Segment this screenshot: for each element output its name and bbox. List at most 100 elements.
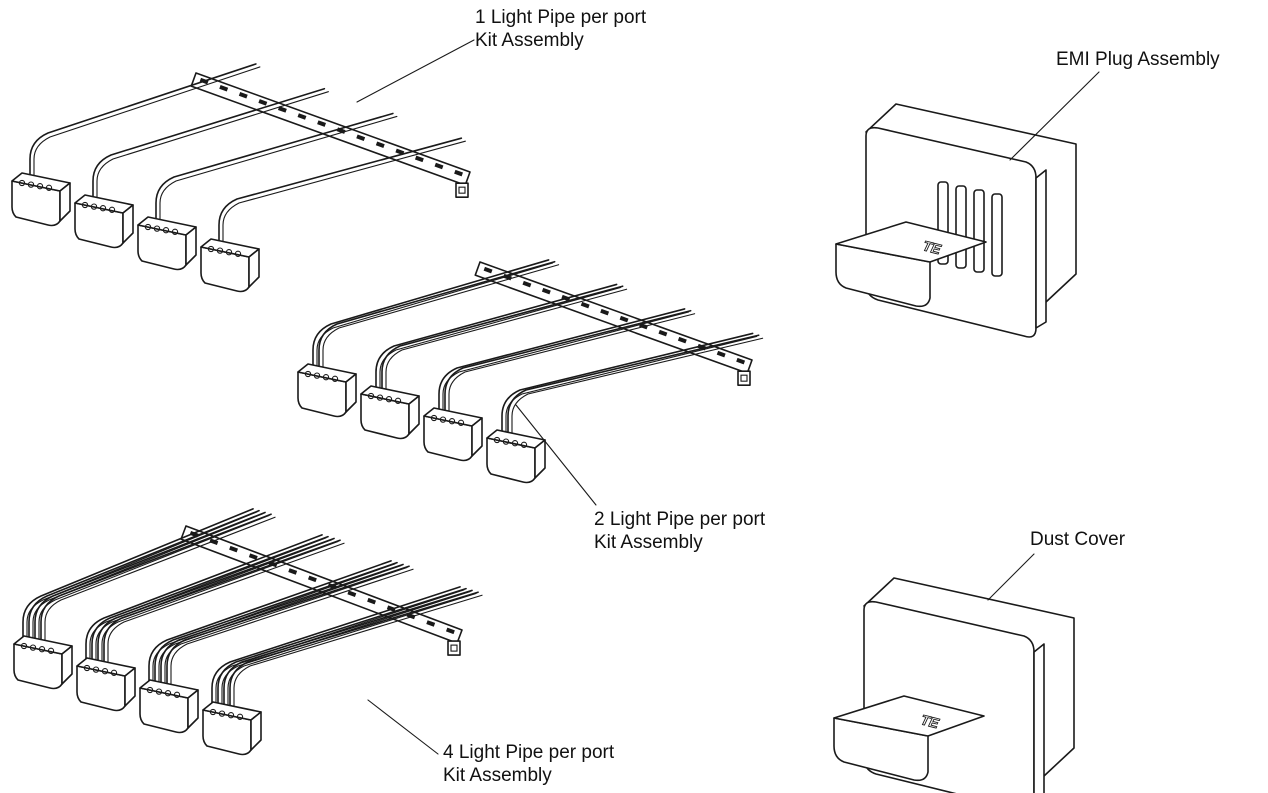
emi-plug-window bbox=[955, 185, 967, 269]
kit-2-leader bbox=[515, 404, 597, 506]
kit-1-connector-hole bbox=[171, 228, 179, 235]
kit-2-light-pipe-drawing bbox=[297, 259, 764, 484]
kit-2-pipe bbox=[507, 334, 760, 435]
dust-cover-leader bbox=[987, 553, 1035, 601]
kit-4-bracket-tab bbox=[447, 640, 461, 656]
kit-1-pipe bbox=[155, 112, 394, 222]
kit-4-pipe-edge bbox=[44, 516, 276, 641]
kit-2-pipe bbox=[501, 332, 754, 435]
kit-1-connector-hole bbox=[162, 227, 170, 234]
kit-1-clip bbox=[414, 155, 424, 163]
kit-4-pipe bbox=[28, 509, 260, 641]
kit-4-connector-hole bbox=[146, 686, 154, 694]
kit-4-pipe bbox=[154, 561, 398, 685]
kit-2-clip bbox=[658, 329, 668, 337]
kit-4-connector-hole bbox=[164, 690, 172, 697]
kit-1-connector-hole bbox=[153, 225, 161, 232]
kit-1-pipe bbox=[92, 87, 326, 200]
kit-4-pipe bbox=[103, 539, 341, 663]
kit-4-clip bbox=[229, 545, 239, 553]
kit-1-connector-hole bbox=[225, 249, 233, 256]
kit-1-clip bbox=[375, 141, 385, 149]
kit-4-connector-hole bbox=[83, 664, 91, 672]
kit-2-clip bbox=[677, 336, 687, 344]
kit-4-label-line1: 4 Light Pipe per port bbox=[443, 742, 615, 763]
kit-4-connector-hole bbox=[173, 691, 181, 698]
kit-2-connector bbox=[423, 415, 473, 462]
kit-4-connector-hole bbox=[20, 642, 28, 650]
kit-4-pipe bbox=[229, 591, 479, 707]
kit-4-pipe bbox=[217, 587, 467, 707]
kit-1-pipe-edge bbox=[222, 140, 466, 244]
kit-1-label: 1 Light Pipe per port Kit Assembly bbox=[475, 6, 646, 52]
kit-2-clip bbox=[619, 315, 629, 323]
kit-1-connector-side bbox=[185, 226, 197, 266]
kit-1-label-line2: Kit Assembly bbox=[475, 30, 584, 51]
emi-plug-leader bbox=[1009, 71, 1100, 161]
kit-4-connector-side bbox=[61, 645, 73, 685]
kit-1-connector-hole bbox=[207, 245, 215, 253]
kit-2-connector-hole bbox=[502, 438, 510, 445]
kit-1-clip bbox=[454, 169, 463, 177]
kit-4-clip bbox=[248, 553, 258, 560]
kit-2-label-line1: 2 Light Pipe per port bbox=[594, 509, 766, 530]
kit-1-clip bbox=[434, 162, 444, 170]
kit-2-label-line2: Kit Assembly bbox=[594, 532, 703, 553]
kit-2-clip bbox=[716, 350, 726, 358]
kit-1-connector-side bbox=[122, 204, 134, 244]
kit-1-bracket-tab-hole bbox=[458, 186, 466, 194]
emi-plug-window bbox=[973, 189, 985, 273]
kit-2-connector-hole bbox=[331, 375, 339, 382]
kit-2-pipe bbox=[444, 309, 692, 413]
dust-cover-te-logo-icon: TE bbox=[919, 711, 941, 731]
kit-4-pipe bbox=[223, 589, 473, 707]
kit-2-connector-hole bbox=[385, 396, 393, 403]
kit-4-connector-side bbox=[250, 711, 262, 751]
kit-2-label: 2 Light Pipe per port Kit Assembly bbox=[594, 508, 765, 554]
kit-2-connector-hole bbox=[448, 418, 456, 425]
kit-4-leader bbox=[367, 699, 439, 755]
kit-4-connector-side bbox=[124, 667, 136, 707]
kit-2-connector-hole bbox=[439, 416, 447, 423]
kit-1-bracket-tab bbox=[455, 182, 469, 198]
kit-2-connector-hole bbox=[511, 440, 519, 447]
kit-2-clip bbox=[522, 280, 532, 288]
kit-1-clip bbox=[277, 106, 287, 113]
kit-4-clip bbox=[209, 538, 219, 545]
kit-2-bracket-tab bbox=[737, 370, 751, 386]
kit-4-clip bbox=[426, 620, 436, 627]
kit-1-pipe-edge bbox=[159, 115, 398, 222]
emi-plug-drawing: TE bbox=[835, 103, 1077, 338]
dust-cover-label: Dust Cover bbox=[1030, 529, 1126, 550]
kit-4-label: 4 Light Pipe per port Kit Assembly bbox=[443, 741, 614, 787]
kit-1-connector-side bbox=[59, 182, 71, 222]
kit-1-clip bbox=[238, 92, 248, 99]
kit-1-clip bbox=[219, 84, 229, 92]
kit-4-clip bbox=[445, 627, 455, 635]
kit-4-pipe bbox=[148, 560, 392, 685]
kit-2-connector-side bbox=[471, 417, 483, 457]
kit-2-connector-side bbox=[534, 439, 546, 479]
kit-1-label-line1: 1 Light Pipe per port bbox=[475, 7, 647, 28]
kit-2-clip bbox=[736, 357, 746, 365]
emi-plug-pull-tab bbox=[835, 243, 931, 308]
kit-4-pipe bbox=[85, 534, 323, 663]
dust-cover-flange-edge bbox=[1033, 643, 1045, 793]
kit-2-connector-hole bbox=[394, 397, 402, 404]
dust-cover-pull-tab bbox=[833, 717, 929, 782]
kit-4-connector-hole bbox=[236, 713, 244, 720]
kit-4-pipe-edge bbox=[170, 568, 414, 685]
kit-4-pipe-edge bbox=[107, 542, 345, 663]
kit-2-clip bbox=[580, 301, 590, 309]
kit-1-connector-hole bbox=[144, 223, 152, 231]
kit-1-connector-hole bbox=[36, 183, 44, 190]
kit-4-label-line2: Kit Assembly bbox=[443, 765, 552, 786]
kit-2-pipe bbox=[381, 285, 624, 391]
kit-1-clip bbox=[297, 113, 307, 120]
kit-4-connector-hole bbox=[38, 646, 46, 653]
kit-1-connector-hole bbox=[18, 179, 26, 187]
kit-4-pipe bbox=[40, 513, 272, 641]
kit-1-connector-hole bbox=[81, 201, 89, 209]
kit-2-pipe bbox=[318, 260, 556, 369]
